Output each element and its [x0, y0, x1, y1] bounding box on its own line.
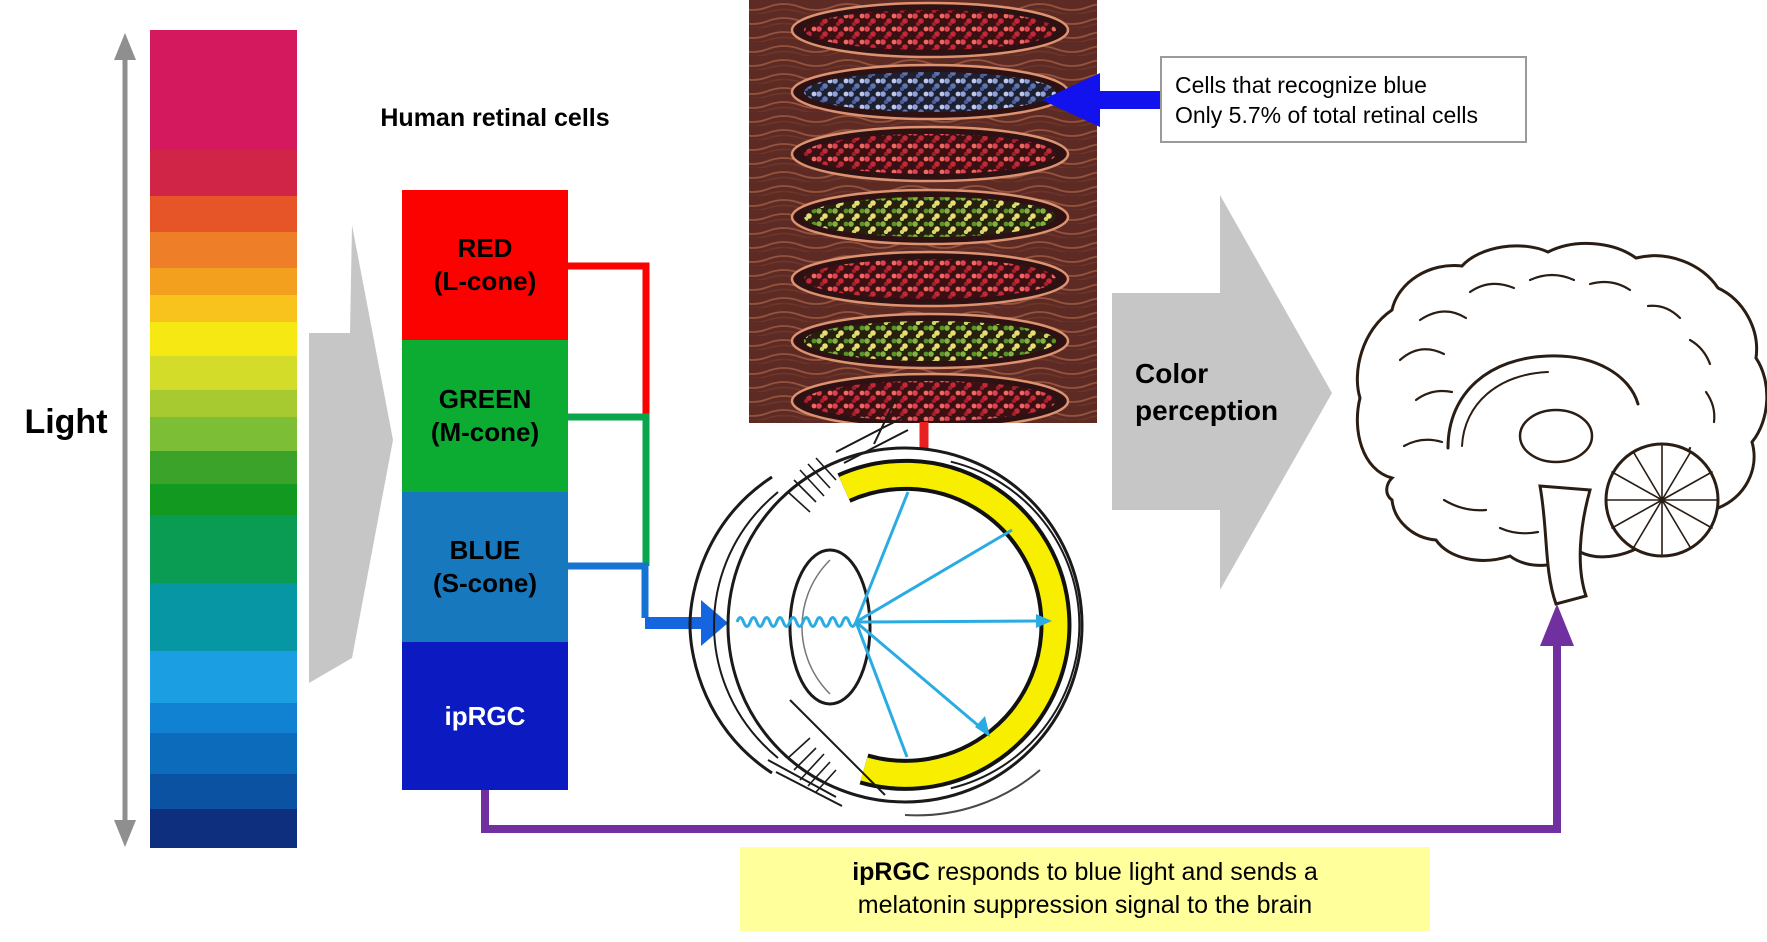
- spectrum-band: [150, 30, 297, 150]
- spectrum-band: [150, 322, 297, 356]
- eye-muscle-lines: [767, 397, 909, 807]
- segment-label: RED: [457, 233, 513, 263]
- photoreceptor-cell-dots: [804, 10, 1056, 50]
- spectrum-band: [150, 733, 297, 774]
- light-rays: [854, 491, 1041, 758]
- spectrum-band: [150, 356, 297, 390]
- retinal-cells-bar: RED(L-cone)GREEN(M-cone)BLUE(S-cone)ipRG…: [402, 190, 568, 790]
- eye-diagram: [688, 397, 1084, 817]
- spectrum-band: [150, 295, 297, 322]
- segment-label: ipRGC: [444, 700, 526, 731]
- callout-arrow: [1042, 73, 1160, 127]
- retinal-bar-segment-red: RED(L-cone): [402, 190, 568, 340]
- light-wave: [735, 616, 858, 628]
- callout-line2: Only 5.7% of total retinal cells: [1175, 101, 1478, 128]
- segment-sublabel: (M-cone): [430, 417, 540, 447]
- cerebellum: [1604, 442, 1720, 558]
- spectrum-band: [150, 232, 297, 268]
- photoreceptor-cell-dots: [804, 197, 1056, 237]
- melatonin-signal-arrow: [481, 604, 1574, 833]
- retina-band: [839, 462, 1068, 787]
- retinal-bar-segment-iprgc: ipRGC: [402, 642, 568, 790]
- brainstem: [1538, 484, 1592, 606]
- retinal-cells-title: Human retinal cells: [380, 104, 610, 132]
- spectrum-band: [150, 515, 297, 583]
- retinal-bar-segment-green: GREEN(M-cone): [402, 340, 568, 492]
- segment-label: BLUE: [449, 535, 521, 565]
- light-range-arrow: [114, 33, 136, 847]
- spectrum-band: [150, 583, 297, 651]
- photoreceptor-cell-dots: [804, 381, 1056, 421]
- segment-sublabel: (L-cone): [433, 266, 537, 296]
- spectrum-band: [150, 774, 297, 809]
- color-perception-label: Color perception: [1135, 358, 1279, 426]
- spectrum-bar: [150, 30, 297, 848]
- photoreceptor-cell-dots: [804, 259, 1056, 299]
- red-cone-connector: [568, 262, 650, 417]
- iprgc-note-line2: melatonin suppression signal to the brai…: [857, 891, 1313, 919]
- segment-sublabel: (S-cone): [433, 568, 537, 598]
- iprgc-note: ipRGC responds to blue light and sends a…: [740, 847, 1430, 931]
- retina-micrograph: [749, 0, 1097, 423]
- spectrum-band: [150, 651, 297, 703]
- callout-line1: Cells that recognize blue: [1175, 71, 1427, 98]
- color-perception-arrow: [1112, 195, 1332, 590]
- spectrum-band: [150, 484, 297, 515]
- iprgc-note-line1: ipRGC responds to blue light and sends a: [852, 858, 1318, 886]
- spectrum-band: [150, 703, 297, 733]
- photoreceptor-cell-dots: [804, 72, 1056, 112]
- blue-cells-callout: Cells that recognize blue Only 5.7% of t…: [1160, 56, 1527, 143]
- corpus-callosum: [1446, 354, 1640, 450]
- spectrum-to-cells-arrow: [309, 225, 393, 683]
- segment-label: GREEN: [438, 384, 532, 414]
- photoreceptor-cell-dots: [804, 321, 1056, 361]
- green-cone-connector: [568, 413, 650, 566]
- spectrum-band: [150, 809, 297, 848]
- spectrum-band: [150, 417, 297, 451]
- ciliary-muscle: [787, 457, 837, 793]
- retinal-bar-segment-blue: BLUE(S-cone): [402, 492, 568, 642]
- brain-illustration: [1355, 241, 1767, 606]
- spectrum-band: [150, 451, 297, 484]
- blue-cone-connector: [568, 562, 649, 618]
- spectrum-band: [150, 196, 297, 232]
- photoreceptor-cell-dots: [804, 134, 1056, 174]
- thalamus: [1518, 408, 1594, 464]
- spectrum-band: [150, 150, 297, 196]
- light-label: Light: [24, 403, 108, 441]
- cone-connectors: [568, 262, 650, 618]
- spectrum-band: [150, 268, 297, 295]
- spectrum-band: [150, 390, 297, 417]
